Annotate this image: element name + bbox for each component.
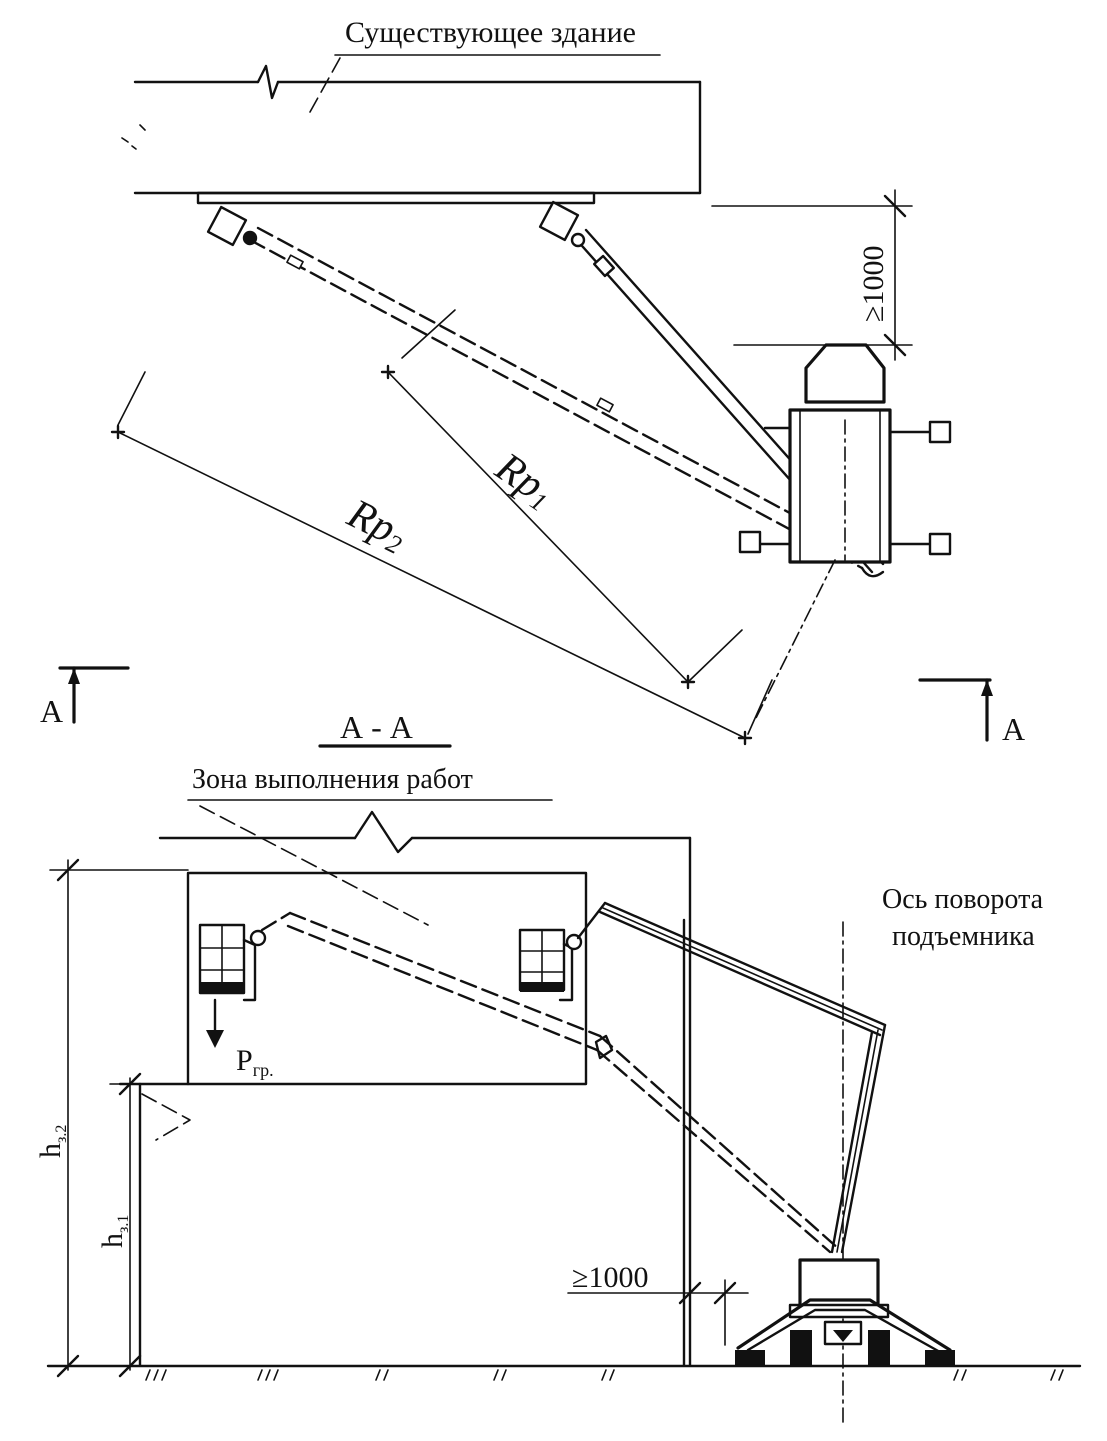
lift-chassis-plan xyxy=(738,343,952,564)
section-clearance-label: ≥1000 xyxy=(572,1261,648,1294)
height-dimension-1: hз.1 xyxy=(96,1072,142,1371)
boom-section-solid xyxy=(576,901,887,1254)
rotation-axis-label-line2: подъемника xyxy=(892,921,1035,952)
section-marker-left-label: A xyxy=(40,693,63,729)
section-marker-right-label: A xyxy=(1002,711,1025,747)
work-platform-plan-2 xyxy=(538,200,580,242)
plan-clearance-label: ≥1000 xyxy=(857,246,890,322)
work-zone-leader xyxy=(199,805,429,926)
building-label-leader xyxy=(309,57,341,113)
work-zone-label: Зона выполнения работ xyxy=(192,764,473,795)
plan-view: Существующее здание ≥1000 xyxy=(110,16,952,746)
work-zone-rect xyxy=(186,871,588,1086)
section-marker-right: A xyxy=(918,678,1025,747)
rotation-axis-label-line1: Ось поворота xyxy=(882,884,1044,915)
existing-building-plan xyxy=(121,64,702,205)
boom-section-dashed xyxy=(260,911,842,1254)
section-clearance-dimension: ≥1000 xyxy=(567,1261,749,1346)
building-label: Существующее здание xyxy=(345,16,636,49)
radius-rp2-label: Rp2 xyxy=(339,490,415,560)
lift-vehicle-section xyxy=(735,1258,955,1366)
section-view: А - А Зона выполнения работ xyxy=(34,709,1082,1426)
radius-rp1-label: Rp1 xyxy=(485,444,562,518)
work-platform-section-1: Pгр. xyxy=(198,923,274,1080)
work-platform-plan-1 xyxy=(206,205,248,247)
ground-line xyxy=(46,1354,1082,1381)
plan-axis-trace xyxy=(754,559,836,721)
load-label: Pгр. xyxy=(236,1044,274,1080)
height-2-label: hз.2 xyxy=(34,1125,70,1158)
section-marker-left: A xyxy=(40,666,130,729)
boom-position-1 xyxy=(206,205,872,570)
building-elevation xyxy=(118,810,692,1367)
height-1-label: hз.1 xyxy=(96,1215,132,1248)
height-dimension-2: hз.2 xyxy=(34,858,189,1371)
work-platform-section-2 xyxy=(518,928,583,1002)
section-title: А - А xyxy=(340,709,413,745)
plan-clearance-dimension: ≥1000 xyxy=(711,189,913,361)
